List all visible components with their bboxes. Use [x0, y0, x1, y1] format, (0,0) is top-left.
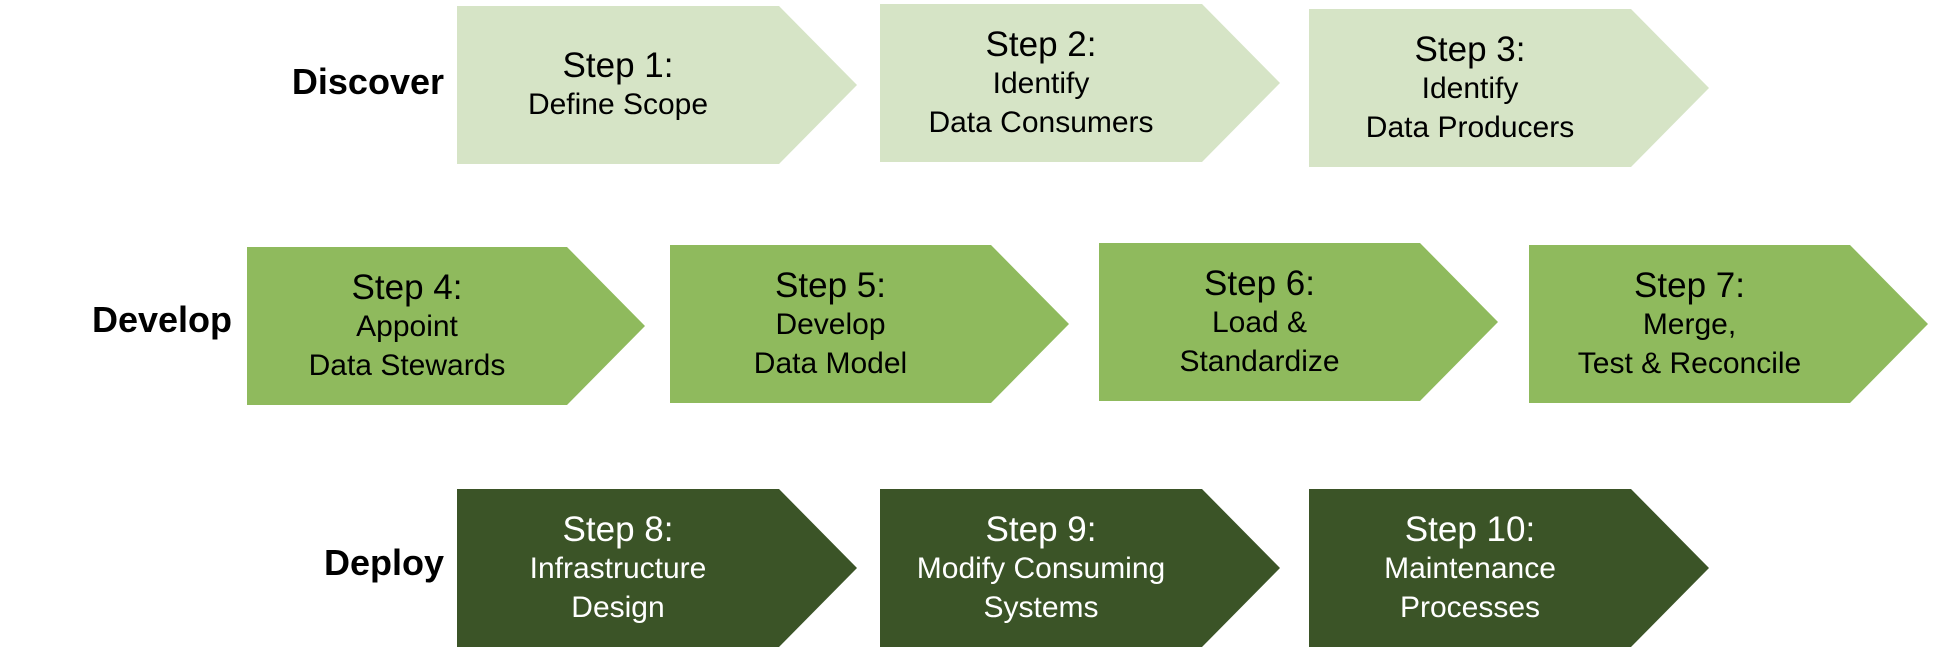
step-number: Step 7:: [1634, 265, 1745, 305]
step-description: Infrastructure: [529, 551, 707, 585]
step-description: Maintenance: [1384, 551, 1556, 585]
phase-label-deploy: Deploy: [323, 542, 444, 583]
step-description: Design: [571, 590, 665, 624]
step-number: Step 3:: [1414, 29, 1526, 69]
step-7-text: Step 7: Merge, Test & Reconcile: [1529, 245, 1850, 403]
phase-label-develop: Develop: [91, 299, 232, 340]
step-2-chevron: Step 2: Identify Data Consumers: [880, 4, 1280, 162]
step-9-chevron: Step 9: Modify Consuming Systems: [880, 489, 1280, 647]
step-number: Step 10:: [1404, 509, 1536, 549]
step-description: Standardize: [1179, 344, 1340, 378]
step-1-text: Step 1: Define Scope: [457, 6, 779, 164]
step-description: Systems: [983, 590, 1099, 624]
step-description: Identify: [1421, 71, 1519, 105]
step-4-chevron: Step 4: Appoint Data Stewards: [247, 247, 645, 405]
step-number: Step 9:: [985, 509, 1097, 549]
step-description: Develop: [775, 307, 886, 341]
step-description: Modify Consuming: [916, 551, 1166, 585]
step-description: Appoint: [356, 309, 458, 343]
step-7-chevron: Step 7: Merge, Test & Reconcile: [1529, 245, 1928, 403]
step-8-text: Step 8: Infrastructure Design: [457, 489, 779, 647]
step-6-chevron: Step 6: Load & Standardize: [1099, 243, 1498, 401]
step-description: Data Model: [753, 346, 908, 380]
step-description: Data Stewards: [308, 348, 506, 382]
step-number: Step 8:: [562, 509, 674, 549]
step-8-chevron: Step 8: Infrastructure Design: [457, 489, 857, 647]
step-description: Test & Reconcile: [1577, 346, 1802, 380]
step-3-chevron: Step 3: Identify Data Producers: [1309, 9, 1709, 167]
step-description: Identify: [992, 66, 1090, 100]
step-9-text: Step 9: Modify Consuming Systems: [880, 489, 1202, 647]
step-description: Merge,: [1642, 307, 1737, 341]
step-10-text: Step 10: Maintenance Processes: [1309, 489, 1631, 647]
step-10-chevron: Step 10: Maintenance Processes: [1309, 489, 1709, 647]
step-4-text: Step 4: Appoint Data Stewards: [247, 247, 567, 405]
step-2-text: Step 2: Identify Data Consumers: [880, 4, 1202, 162]
phase-label-discover: Discover: [291, 61, 444, 102]
step-description: Data Producers: [1365, 110, 1575, 144]
step-5-text: Step 5: Develop Data Model: [670, 245, 991, 403]
step-6-text: Step 6: Load & Standardize: [1099, 243, 1420, 401]
step-number: Step 5:: [775, 265, 886, 305]
step-description: Data Consumers: [928, 105, 1154, 139]
step-1-chevron: Step 1: Define Scope: [457, 6, 857, 164]
step-number: Step 2:: [985, 24, 1097, 64]
step-description: Load &: [1211, 305, 1308, 339]
step-description: Processes: [1399, 590, 1541, 624]
step-number: Step 4:: [351, 267, 463, 307]
step-number: Step 1:: [562, 46, 674, 85]
step-description: Define Scope: [527, 88, 709, 121]
step-number: Step 6:: [1204, 263, 1315, 303]
step-5-chevron: Step 5: Develop Data Model: [670, 245, 1069, 403]
step-3-text: Step 3: Identify Data Producers: [1309, 9, 1631, 167]
